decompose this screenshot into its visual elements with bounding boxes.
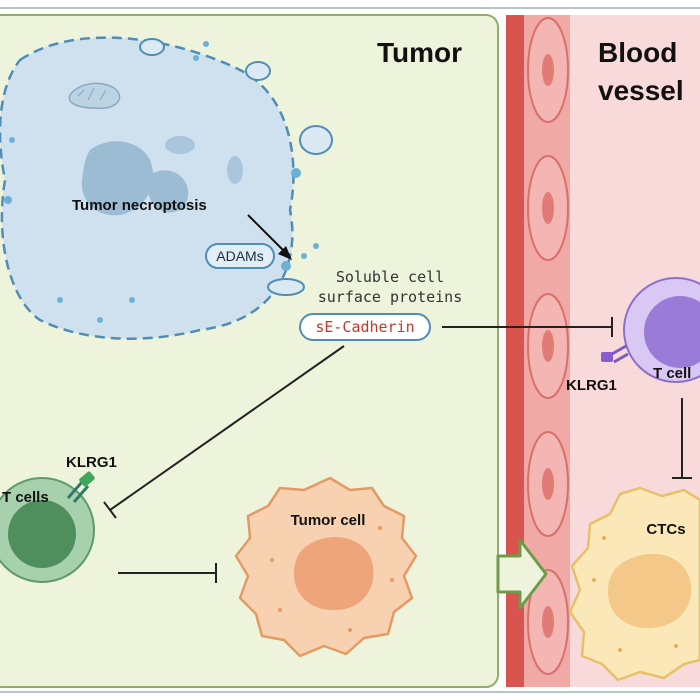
region-title-blood-line1: Blood: [598, 37, 677, 68]
granule-dot: [278, 608, 282, 612]
protein-dot: [313, 243, 319, 249]
vesicle: [245, 61, 271, 81]
granule-dot: [378, 526, 382, 530]
protein-dot: [97, 317, 103, 323]
klrg1-receptor-stem: [613, 352, 629, 364]
ctcs-label: CTCs: [646, 521, 685, 538]
organelle: [165, 136, 195, 154]
granule-dot: [618, 648, 622, 652]
adams-badge: [205, 243, 275, 269]
protein-dot: [301, 253, 307, 259]
soluble-label-line1: Soluble cell: [336, 268, 444, 286]
protein-dot: [193, 55, 199, 61]
klrg1-receptor-head: [601, 352, 613, 362]
tumor-cell: [234, 476, 418, 658]
tcell-label-blood: T cell: [653, 365, 691, 382]
granule-dot: [270, 558, 274, 562]
granule-dot: [348, 628, 352, 632]
nucleus-fragment: [147, 170, 189, 213]
endothelial-nucleus: [542, 606, 554, 638]
vesicle: [299, 125, 333, 155]
protein-dot: [57, 297, 63, 303]
protein-dot: [291, 168, 301, 178]
tumor-t-cell: [0, 471, 95, 583]
klrg1-label-tumor: KLRG1: [66, 454, 117, 471]
klrg1-label-blood: KLRG1: [566, 377, 617, 394]
mitochondrion-cristae: [77, 87, 107, 101]
endothelial-nucleus: [542, 54, 554, 86]
endothelial-nucleus: [542, 468, 554, 500]
klrg1-receptor-stem: [72, 485, 90, 503]
klrg1-receptor-stem: [611, 344, 627, 356]
vesicle: [139, 38, 165, 56]
inhibit-line-to-tumor-tcell: [109, 345, 345, 511]
nucleus-fragment: [81, 141, 154, 216]
secadherin-badge: [299, 313, 431, 341]
endothelial-cells: [527, 17, 569, 675]
necroptosis-arrow: [247, 214, 286, 253]
endothelial-nucleus: [542, 330, 554, 362]
inhibit-bar-tumor-tcell: [103, 501, 117, 519]
vesicle: [267, 278, 305, 296]
protein-dot: [4, 196, 12, 204]
klrg1-receptor-stem: [66, 481, 84, 499]
region-title-blood-line2: vessel: [598, 75, 684, 106]
vessel-wall-outer: [506, 15, 524, 687]
secadherin-label: sE-Cadherin: [315, 318, 414, 336]
ctc-cell: [568, 486, 700, 682]
adams-label: ADAMs: [216, 248, 263, 264]
protein-dot: [9, 137, 15, 143]
necrotic-tumor-cell: [0, 36, 295, 340]
region-title-tumor: Tumor: [377, 37, 462, 68]
t-cell-nucleus: [644, 296, 700, 368]
intravasation-arrow: [496, 538, 548, 610]
tcells-label-tumor: T cells: [2, 489, 49, 506]
protein-dot: [281, 261, 291, 271]
tumor-cell-label: Tumor cell: [291, 512, 366, 529]
mitochondrion-icon: [68, 82, 121, 110]
necroptosis-label: Tumor necroptosis: [72, 197, 207, 214]
soluble-label-line2: surface proteins: [318, 288, 463, 306]
endothelial-nucleus: [542, 192, 554, 224]
t-cell-nucleus: [8, 500, 76, 568]
klrg1-receptor-head: [79, 471, 95, 487]
granule-dot: [602, 536, 606, 540]
organelle: [227, 156, 243, 184]
blood-t-cell: [601, 277, 700, 383]
protein-dot: [129, 297, 135, 303]
granule-dot: [592, 578, 596, 582]
released-vesicles: [4, 38, 333, 323]
tumor-cell-nucleus: [294, 536, 374, 611]
ctc-nucleus: [608, 553, 692, 629]
necroptosis-arrowhead: [278, 246, 292, 260]
protein-dot: [203, 41, 209, 47]
granule-dot: [674, 644, 678, 648]
granule-dot: [390, 578, 394, 582]
